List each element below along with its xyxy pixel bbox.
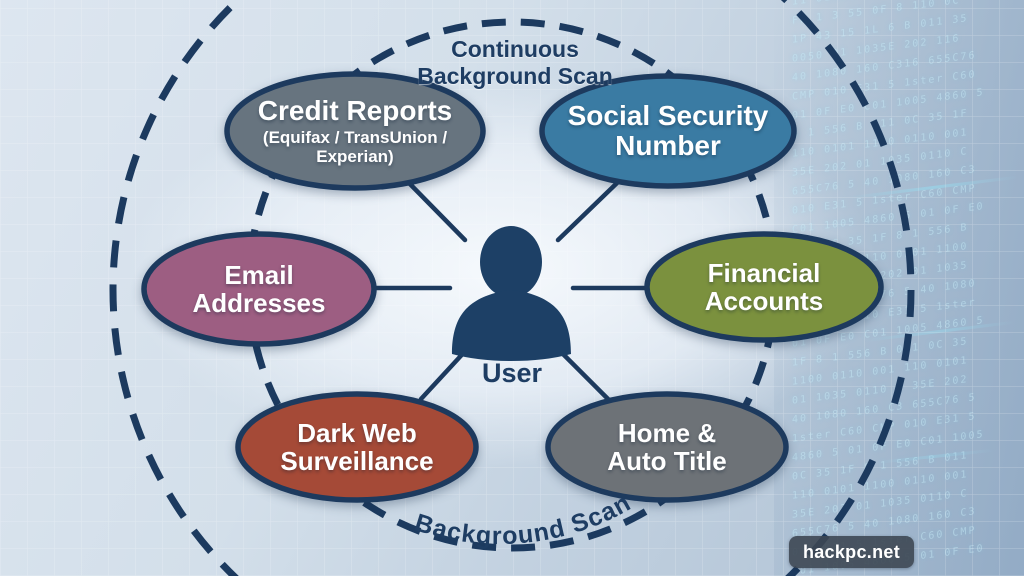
connector-home-auto — [553, 344, 611, 402]
connector-social-security — [555, 180, 620, 243]
ellipse-dark-web — [235, 391, 479, 503]
connector-credit-reports — [406, 180, 468, 243]
user-silhouette-icon — [452, 226, 571, 361]
user-label: User — [481, 358, 543, 388]
top-scan-label-line1: Continuous — [451, 36, 579, 62]
node-ellipses — [141, 71, 884, 503]
ellipse-social-security — [539, 73, 797, 189]
top-scan-label-line2: Background Scan — [417, 63, 613, 90]
bottom-arc-label: Background Scan — [411, 488, 635, 550]
outer-scan-ring — [109, 0, 915, 576]
ellipse-home-auto — [545, 391, 789, 503]
ellipse-credit-reports — [224, 71, 486, 191]
watermark-text: hackpc.net — [802, 541, 900, 562]
ellipse-financial — [644, 231, 884, 343]
ellipse-email — [141, 231, 377, 347]
watermark-badge: hackpc.net — [788, 536, 914, 568]
top-scan-label: Continuous Background Scan — [362, 36, 668, 90]
connector-lines — [374, 180, 654, 402]
